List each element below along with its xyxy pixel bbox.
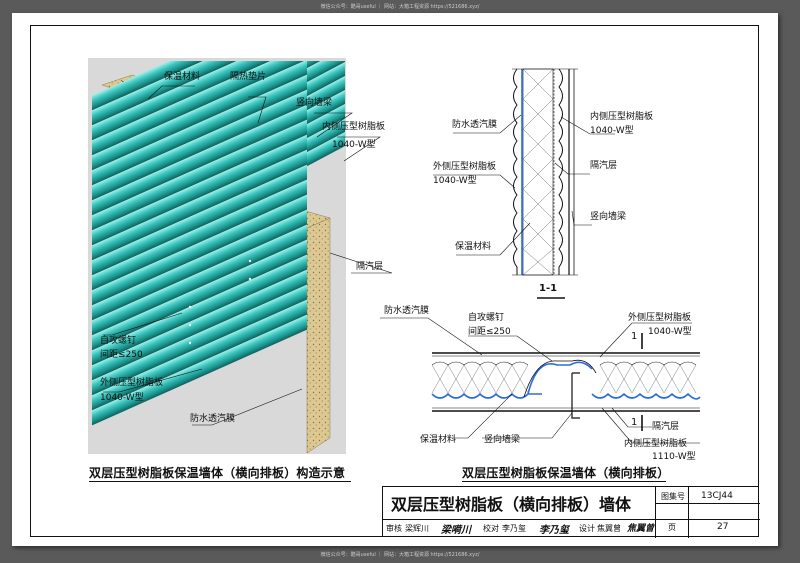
plan-label-outer-panel: 外侧压型树脂板: [628, 313, 692, 323]
iso-label-vertical-beam: 竖向墙梁: [296, 98, 333, 108]
checker-signature: 李乃玺: [539, 525, 569, 536]
atlas-label: 图集号: [661, 492, 685, 501]
plan-label-inner-panel-type: 1110-W型: [652, 452, 696, 462]
check-label: 校对: [483, 524, 499, 533]
iso-label-screw-spacing: 间距≤250: [100, 350, 143, 360]
plan-caption: 双层压型树脂板保温墙体（横向排板）: [462, 466, 670, 480]
reviewer-signature: 梁嗬川: [441, 525, 471, 536]
drawing-sheet: 保温材料 隔热垫片 竖向墙梁 内侧压型树脂板 1040-W型 隔汽层 自攻螺钉 …: [12, 13, 778, 546]
title-block: 双层压型树脂板（横向排板）墙体 图集号 13CJ44 页 27 审核 梁辉川 梁…: [382, 486, 760, 538]
iso-label-membrane: 防水透汽膜: [190, 414, 236, 424]
iso-label-insulation: 保温材料: [164, 72, 201, 82]
iso-label-thermal-pad: 隔热垫片: [230, 72, 267, 82]
screws-iso: [188, 259, 252, 345]
review-label: 审核: [386, 524, 402, 533]
iso-label-vapor-barrier: 隔汽层: [356, 262, 384, 272]
plan-label-screw-spacing: 间距≤250: [468, 327, 511, 337]
page-label: 页: [668, 523, 676, 532]
plan-cut-mark-bottom: 1: [631, 417, 638, 428]
iso-caption-underline: [89, 481, 351, 483]
sec-label-vertical-beam: 竖向墙梁: [590, 212, 627, 222]
plan-label-inner-panel: 内侧压型树脂板: [624, 439, 688, 449]
drawing-frame: [30, 25, 759, 537]
iso-label-outer-panel-type: 1040-W型: [100, 393, 144, 403]
plan-detail-drawing: [431, 333, 701, 431]
sec-label-inner-panel: 内侧压型树脂板: [590, 112, 654, 122]
iso-label-screw: 自攻螺钉: [100, 336, 137, 346]
plan-label-screw: 自攻螺钉: [468, 313, 505, 323]
sec-label-inner-panel-type: 1040-W型: [590, 126, 634, 136]
insulation-edge: [306, 217, 331, 454]
drawing-title: 双层压型树脂板（横向排板）墙体: [391, 495, 632, 514]
sec-label-outer-panel: 外侧压型树脂板: [433, 162, 497, 172]
watermark-bottom: 微信公众号：酷哥useful ｜ 网站：大箱工程资源 https://52168…: [320, 552, 480, 558]
plan-label-insulation: 保温材料: [420, 435, 457, 445]
plan-caption-underline: [462, 481, 666, 483]
plan-label-outer-panel-type: 1040-W型: [648, 327, 692, 337]
iso-label-inner-panel: 内侧压型树脂板: [322, 122, 386, 132]
sec-label-insulation: 保温材料: [455, 242, 492, 252]
atlas-number: 13CJ44: [701, 491, 733, 501]
designer-signature: 焦翼曾: [627, 524, 655, 534]
watermark-top: 微信公众号：酷哥useful ｜ 网站：大箱工程资源 https://52168…: [320, 4, 480, 10]
plan-cut-mark-top: 1: [631, 331, 638, 342]
isometric-illustration: [88, 58, 701, 454]
iso-caption: 双层压型树脂板保温墙体（横向排板）构造示意: [89, 466, 346, 480]
checker-name: 李乃玺: [502, 524, 526, 533]
iso-label-inner-panel-type: 1040-W型: [332, 140, 376, 150]
page-number: 27: [717, 522, 729, 532]
design-label: 设计: [579, 524, 595, 533]
sec-label-vapor-barrier: 隔汽层: [590, 161, 618, 171]
outer-panel-iso: [92, 61, 307, 426]
plan-label-membrane: 防水透汽膜: [384, 306, 430, 316]
section-1-1-drawing: [512, 68, 578, 299]
plan-label-vapor-barrier: 隔汽层: [652, 422, 680, 432]
designer-name: 焦翼曾: [597, 524, 621, 533]
reviewer-name: 梁辉川: [405, 524, 429, 533]
plan-label-vertical-beam: 竖向墙梁: [484, 435, 521, 445]
iso-label-outer-panel: 外侧压型树脂板: [100, 378, 164, 388]
sec-label-membrane: 防水透汽膜: [452, 120, 498, 130]
sec-label-outer-panel-type: 1040-W型: [433, 176, 477, 186]
section-mark: 1-1: [539, 283, 558, 294]
